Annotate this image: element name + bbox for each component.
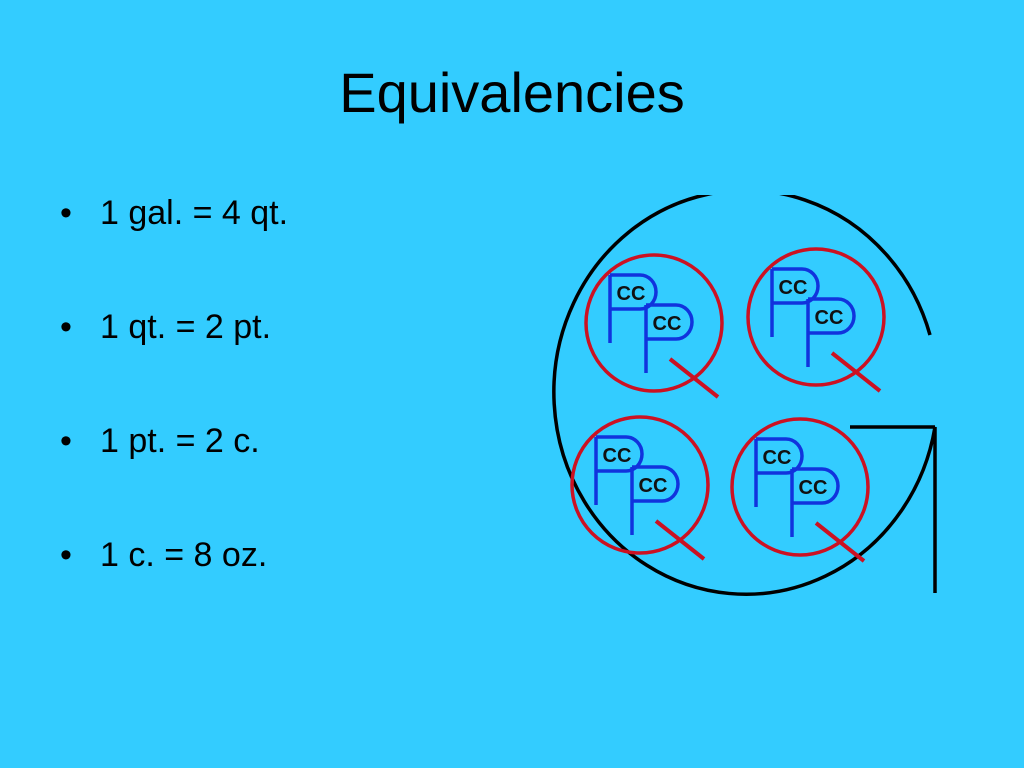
cup-label: CC: [763, 447, 792, 469]
cup-label: CC: [779, 277, 808, 299]
bullet-text: 1 qt. = 2 pt.: [100, 308, 272, 346]
quart-tail: [830, 351, 882, 393]
pint-flag: [610, 273, 658, 311]
quart-tail: [668, 357, 720, 399]
quart-tail: [654, 519, 706, 561]
cup-label: CC: [653, 313, 682, 335]
gallon-diagram: CC CC CC CC CC CC CC CC: [552, 195, 937, 596]
cup-label: CC: [639, 475, 668, 497]
cup-label: CC: [799, 477, 828, 499]
pint-flag: [792, 467, 840, 505]
bullet-text: 1 gal. = 4 qt.: [100, 194, 289, 232]
pint-flag: [596, 435, 644, 473]
quart-unit: CC CC: [746, 247, 886, 393]
pint-flag: [772, 267, 820, 305]
cup-label: CC: [617, 283, 646, 305]
bullet-text: 1 pt. = 2 c.: [100, 422, 260, 460]
bullet-item: • 1 pt. = 2 c.: [60, 416, 288, 530]
quart-tail: [814, 521, 866, 563]
cup-label: CC: [603, 445, 632, 467]
pint-flag: [632, 465, 680, 503]
quart-unit: CC CC: [570, 415, 710, 561]
quart-circle: [584, 253, 724, 393]
bullet-item: • 1 qt. = 2 pt.: [60, 302, 288, 416]
gallon-g-shape: [552, 195, 937, 596]
bullet-text: 1 c. = 8 oz.: [100, 536, 268, 574]
pint-flag: [756, 437, 804, 475]
quart-unit: CC CC: [584, 253, 724, 399]
pint-flag: [808, 297, 856, 335]
bullet-dot: •: [60, 536, 72, 574]
bullet-item: • 1 gal. = 4 qt.: [60, 188, 288, 302]
bullet-dot: •: [60, 422, 72, 460]
pint-flag: [646, 303, 694, 341]
bullet-dot: •: [60, 194, 72, 232]
bullet-dot: •: [60, 308, 72, 346]
quart-circle: [730, 417, 870, 557]
quart-circle: [570, 415, 710, 555]
quart-unit: CC CC: [730, 417, 870, 563]
slide-title: Equivalencies: [339, 61, 685, 124]
cup-label: CC: [815, 307, 844, 329]
quart-group: CC CC CC CC CC CC CC CC: [570, 247, 886, 563]
quart-circle: [746, 247, 886, 387]
bullet-list: • 1 gal. = 4 qt. • 1 qt. = 2 pt. • 1 pt.…: [60, 188, 288, 644]
bullet-item: • 1 c. = 8 oz.: [60, 530, 288, 644]
